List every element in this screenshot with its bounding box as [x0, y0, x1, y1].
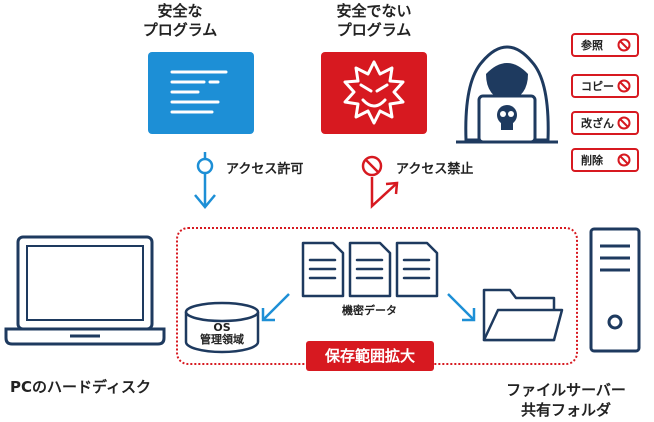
file-server-label: ファイルサーバー 共有フォルダ — [478, 380, 654, 420]
action-tamper: 改ざん — [571, 111, 639, 135]
confidential-data-label: 機密データ — [342, 304, 397, 317]
laptop-icon — [4, 235, 166, 346]
malware-program-icon — [321, 52, 427, 134]
action-copy-label: コピー — [581, 80, 614, 93]
action-copy: コピー — [571, 74, 639, 98]
prohibited-icon — [617, 153, 631, 167]
access-allowed-arrow — [194, 152, 216, 209]
file-server-label-line2: 共有フォルダ — [520, 401, 611, 419]
prohibited-icon — [617, 38, 631, 52]
safe-program-title-line1: 安全な — [157, 2, 203, 20]
safe-program-icon — [148, 52, 254, 134]
os-area-label-line1: OS — [213, 321, 231, 334]
server-icon — [589, 227, 641, 353]
file-server-label-line1: ファイルサーバー — [506, 381, 626, 399]
os-area-label: OS 管理領域 — [182, 322, 262, 346]
pc-disk-label: PCのハードディスク — [10, 378, 151, 396]
safe-program-title: 安全な プログラム — [120, 2, 240, 40]
action-delete-label: 削除 — [581, 154, 603, 167]
unsafe-program-title-line2: プログラム — [336, 21, 412, 39]
action-tamper-label: 改ざん — [581, 117, 614, 130]
arrow-to-folder — [447, 293, 476, 322]
arrow-to-os-area — [261, 293, 290, 322]
unsafe-program-title: 安全でない プログラム — [312, 2, 436, 40]
safe-program-title-line2: プログラム — [142, 21, 218, 39]
document-icons — [301, 241, 439, 298]
folder-icon — [482, 288, 564, 342]
access-denied-label: アクセス禁止 — [396, 162, 474, 177]
action-delete: 削除 — [571, 148, 639, 172]
action-view: 参照 — [571, 33, 639, 57]
prohibited-icon — [617, 116, 631, 130]
database-icon — [184, 301, 260, 354]
protection-scope-badge: 保存範囲拡大 — [306, 341, 434, 371]
hacker-icon — [456, 45, 558, 144]
prohibited-icon — [617, 79, 631, 93]
access-allowed-label: アクセス許可 — [226, 162, 304, 177]
os-area-label-line2: 管理領域 — [200, 333, 244, 346]
unsafe-program-title-line1: 安全でない — [336, 2, 412, 20]
access-denied-arrow — [361, 155, 399, 209]
action-view-label: 参照 — [581, 39, 603, 52]
